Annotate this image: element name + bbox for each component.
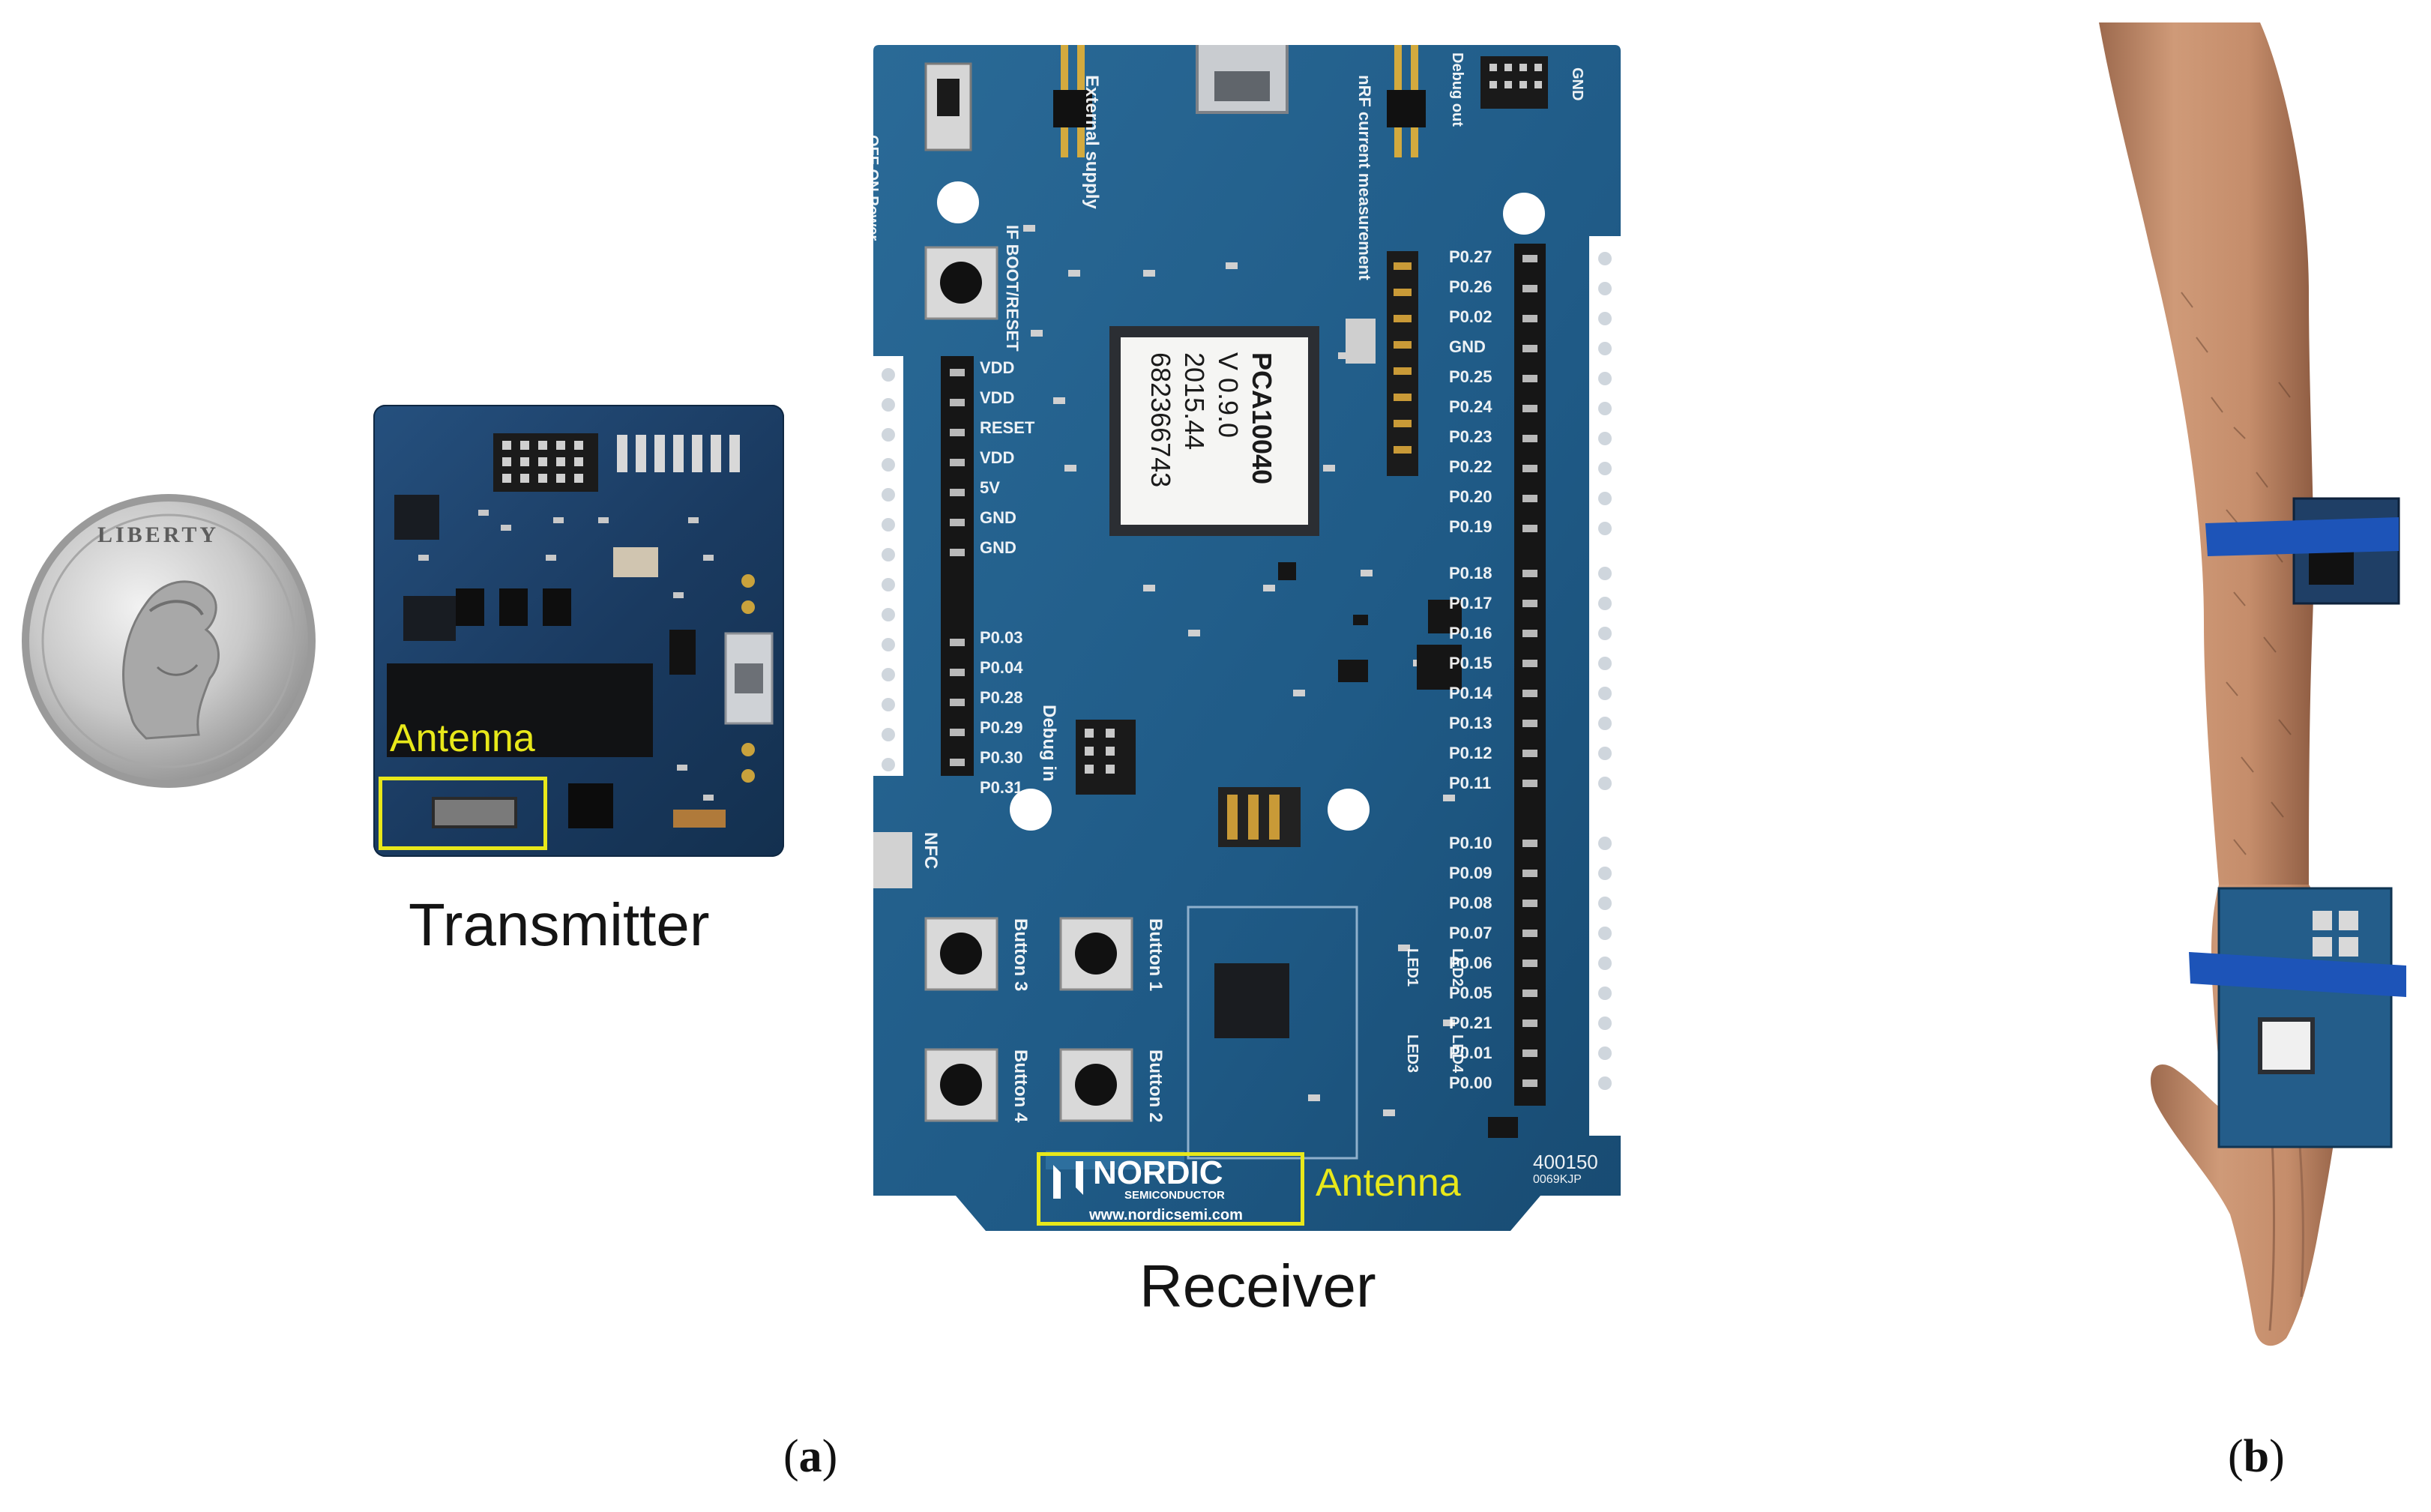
silk-external-supply: External supply	[1082, 75, 1102, 209]
nordic-brand-name: NORDIC	[1093, 1154, 1223, 1191]
pin-label: P0.24	[1449, 397, 1492, 416]
pin-label: P0.06	[1449, 954, 1492, 972]
pin-label: P0.30	[980, 748, 1023, 767]
receiver-antenna-label: Antenna	[1316, 1161, 1461, 1205]
silk-power-switch: OFF ON Power	[864, 135, 881, 241]
arm-photo-graphic	[2099, 22, 2406, 1346]
pin-label: P0.08	[1449, 894, 1492, 912]
pin-label: VDD	[980, 388, 1015, 407]
pin-label: P0.11	[1449, 774, 1492, 792]
panel-a-letter: a	[798, 1431, 822, 1482]
pin-label: P0.10	[1449, 834, 1492, 852]
pin-label: RESET	[980, 418, 1035, 437]
receiver-caption: Receiver	[1139, 1253, 1376, 1319]
board-number: 400150	[1533, 1151, 1598, 1173]
panel-label-b: (b)	[2228, 1430, 2285, 1484]
silk-current-measurement: nRF current measurement	[1355, 75, 1374, 280]
pin-label: P0.19	[1449, 517, 1492, 536]
main-chip-label: PCA10040 V 0.9.0 2015.44 682366743	[1132, 345, 1297, 517]
pin-label: P0.07	[1449, 924, 1492, 942]
receiver-pcb-graphic	[873, 45, 1621, 1231]
silk-button-1: Button 1	[1145, 918, 1166, 992]
pin-label: P0.31	[980, 778, 1023, 797]
pin-label: P0.22	[1449, 457, 1492, 476]
pin-label: P0.16	[1449, 624, 1492, 642]
panel-a-close: )	[822, 1431, 838, 1482]
silk-button-2: Button 2	[1145, 1049, 1166, 1123]
transmitter-caption: Transmitter	[409, 891, 710, 958]
receiver-board: PCA10040 V 0.9.0 2015.44 682366743 OFF O…	[864, 45, 1621, 1231]
pin-label: P0.01	[1449, 1043, 1492, 1062]
pin-label: P0.26	[1449, 277, 1492, 296]
pin-label: P0.13	[1449, 714, 1492, 732]
pin-label: GND	[1449, 337, 1486, 356]
transmitter-antenna-highlight	[379, 777, 547, 850]
pin-label: P0.27	[1449, 247, 1492, 266]
pin-label: P0.00	[1449, 1073, 1492, 1092]
nordic-website: www.nordicsemi.com	[1089, 1207, 1243, 1223]
pin-label: P0.25	[1449, 367, 1492, 386]
silk-gnd-top: GND	[1569, 67, 1585, 101]
pin-label: P0.09	[1449, 864, 1492, 882]
chip-line-4: 682366743	[1145, 352, 1176, 488]
pin-label: P0.04	[980, 658, 1023, 677]
silk-led-1: LED1	[1404, 948, 1421, 987]
pin-label: GND	[980, 538, 1016, 557]
pin-label: P0.21	[1449, 1013, 1492, 1032]
pin-label: P0.12	[1449, 744, 1492, 762]
pin-label: P0.15	[1449, 654, 1492, 672]
chip-line-2: V 0.9.0	[1213, 352, 1244, 439]
panel-label-a: (a)	[783, 1430, 837, 1484]
board-code: 0069KJP	[1533, 1173, 1582, 1186]
pin-label: P0.28	[980, 688, 1023, 707]
pin-label: P0.18	[1449, 564, 1492, 582]
transmitter-board	[373, 405, 784, 857]
panel-b-close: )	[2269, 1431, 2285, 1482]
pin-label: P0.14	[1449, 684, 1492, 702]
pin-label: P0.05	[1449, 984, 1492, 1002]
pin-label: P0.23	[1449, 427, 1492, 446]
nordic-logo: NORDIC SEMICONDUCTOR	[1049, 1154, 1225, 1207]
chip-line-3: 2015.44	[1179, 352, 1210, 451]
pin-label: GND	[980, 508, 1016, 527]
pin-label: P0.29	[980, 718, 1023, 737]
pin-label: VDD	[980, 358, 1015, 377]
receiver-buttons	[924, 917, 1133, 1122]
arm-with-sensors	[2084, 22, 2429, 1349]
coin-graphic	[22, 494, 316, 788]
nordic-brand-sub: SEMICONDUCTOR	[1124, 1189, 1225, 1202]
pin-label: P0.17	[1449, 594, 1492, 612]
pin-label: VDD	[980, 448, 1015, 467]
transmitter-components	[387, 433, 774, 828]
nordic-logo-icon	[1053, 1161, 1083, 1199]
quarter-coin: LIBERTY	[19, 491, 319, 791]
coin-inscription: LIBERTY	[97, 522, 219, 547]
silk-debug-out: Debug out	[1449, 52, 1465, 127]
silk-led-3: LED3	[1404, 1034, 1421, 1073]
silk-if-boot-reset: IF BOOT/RESET	[1003, 225, 1022, 352]
silk-nfc: NFC	[921, 832, 941, 870]
pin-label: P0.20	[1449, 487, 1492, 506]
panel-a-open: (	[783, 1431, 799, 1482]
left-header-pin-labels: VDD VDD RESET VDD 5V GND GND	[980, 358, 1055, 583]
silk-button-4: Button 4	[1010, 1049, 1031, 1123]
pin-label: P0.03	[980, 628, 1023, 647]
chip-line-1: PCA10040	[1247, 352, 1277, 485]
pin-label: P0.02	[1449, 307, 1492, 326]
panel-b-open: (	[2228, 1431, 2244, 1482]
panel-b-letter: b	[2243, 1431, 2270, 1482]
pin-label: 5V	[980, 478, 1000, 497]
receiver-antenna-highlight	[1037, 1152, 1304, 1226]
transmitter-antenna-label: Antenna	[390, 717, 535, 760]
silk-button-3: Button 3	[1010, 918, 1031, 992]
